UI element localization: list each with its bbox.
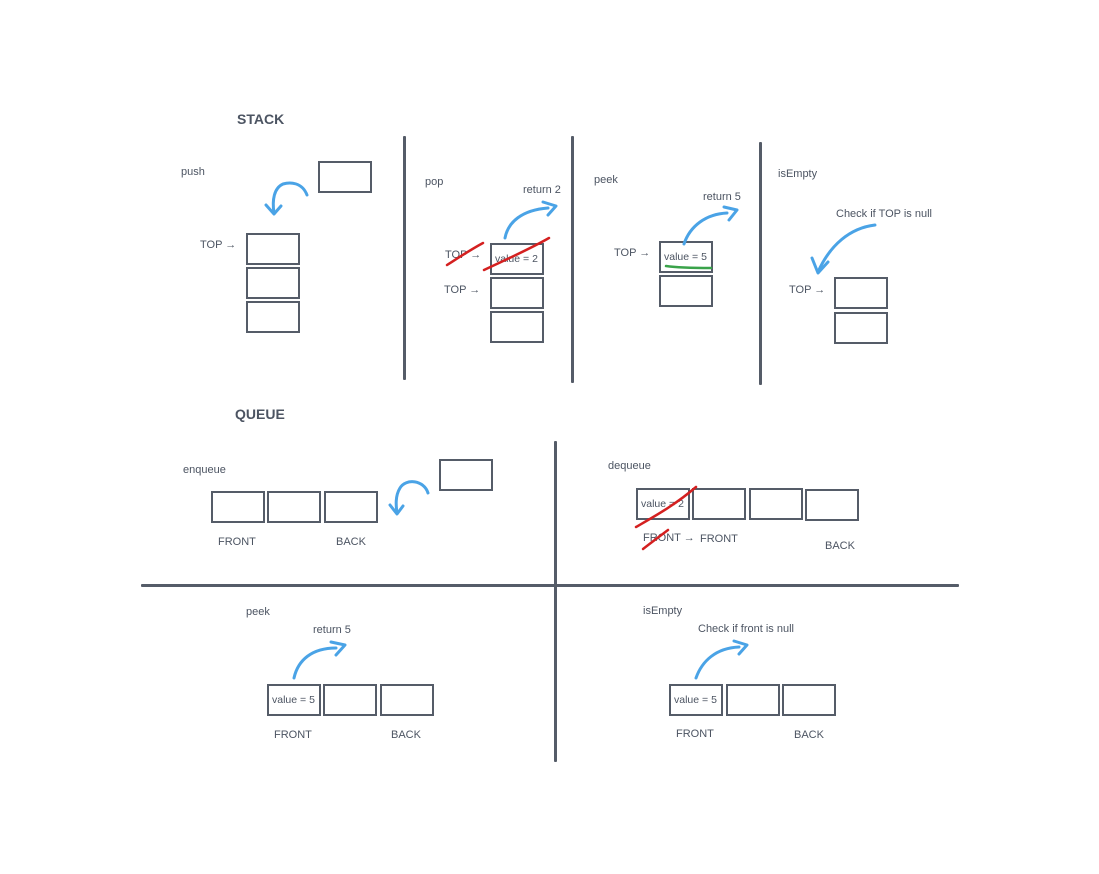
stack-push-new-node (318, 161, 372, 193)
stack-divider-1 (403, 136, 406, 380)
queue-dequeue-front-node-value: value = 2 (641, 498, 684, 510)
queue-isempty-note: Check if front is null (698, 623, 794, 635)
stack-pop-label: pop (425, 176, 444, 188)
queue-heading: QUEUE (235, 406, 285, 422)
queue-enqueue-front-label: FRONT (218, 536, 256, 548)
stack-pop-arrow-icon (503, 206, 550, 240)
stack-peek-arrow-icon (682, 211, 729, 246)
queue-peek-label: peek (246, 606, 270, 618)
queue-peek-front-label: FRONT (274, 729, 312, 741)
queue-dequeue-new-front-label: FRONT (700, 533, 738, 545)
queue-enqueue-new-node (439, 459, 493, 491)
queue-dequeue-node-3 (749, 488, 803, 520)
queue-peek-arrow-icon (292, 646, 338, 680)
queue-isempty-node-3 (782, 684, 836, 716)
queue-isempty-label: isEmpty (643, 605, 683, 617)
queue-enqueue-node-3 (324, 491, 378, 523)
queue-dequeue-node-4 (805, 489, 859, 521)
queue-divider-horizontal (141, 584, 959, 587)
stack-push-node-1 (246, 233, 300, 265)
queue-peek-front-node-value: value = 5 (272, 694, 315, 706)
stack-isempty-arrow-icon (816, 223, 877, 274)
stack-pop-top-node-value: value = 2 (495, 253, 538, 265)
queue-peek-node-3 (380, 684, 434, 716)
stack-isempty-top-pointer: TOP → (789, 284, 826, 296)
queue-dequeue-back-label: BACK (825, 540, 855, 552)
stack-divider-3 (759, 142, 762, 385)
stack-isempty-arrowhead-icon (810, 256, 830, 275)
queue-isempty-front-node-value: value = 5 (674, 694, 717, 706)
queue-enqueue-arrowhead-icon (388, 503, 405, 516)
queue-peek-return-text: return 5 (313, 624, 351, 636)
queue-peek-front-node: value = 5 (267, 684, 321, 716)
stack-peek-return-text: return 5 (703, 191, 741, 203)
stack-divider-2 (571, 136, 574, 383)
queue-peek-back-label: BACK (391, 729, 421, 741)
stack-push-arrowhead-icon (264, 203, 283, 216)
queue-enqueue-arrow-icon (394, 480, 430, 515)
queue-enqueue-node-1 (211, 491, 265, 523)
queue-isempty-front-node: value = 5 (669, 684, 723, 716)
queue-isempty-arrowhead-icon (732, 639, 749, 656)
queue-enqueue-node-2 (267, 491, 321, 523)
stack-pop-return-text: return 2 (523, 184, 561, 196)
queue-enqueue-back-label: BACK (336, 536, 366, 548)
stack-pop-old-top-pointer: TOP → (445, 249, 482, 261)
queue-dequeue-old-front-pointer: FRONT → (643, 532, 695, 544)
stack-peek-top-pointer: TOP → (614, 247, 651, 259)
stack-push-node-3 (246, 301, 300, 333)
stack-isempty-node-2 (834, 312, 888, 344)
stack-peek-top-node: value = 5 (659, 241, 713, 273)
queue-enqueue-label: enqueue (183, 464, 226, 476)
queue-isempty-back-label: BACK (794, 729, 824, 741)
stack-pop-new-top-pointer: TOP → (444, 284, 481, 296)
stack-peek-label: peek (594, 174, 618, 186)
stack-push-node-2 (246, 267, 300, 299)
queue-dequeue-front-node: value = 2 (636, 488, 690, 520)
queue-isempty-arrow-icon (694, 645, 741, 680)
queue-isempty-node-2 (726, 684, 780, 716)
stack-pop-top-node: value = 2 (490, 243, 544, 275)
stack-isempty-note: Check if TOP is null (836, 208, 932, 220)
stack-push-arrow-icon (271, 181, 309, 215)
stack-peek-top-node-value: value = 5 (664, 251, 707, 263)
queue-peek-arrowhead-icon (329, 640, 347, 657)
queue-dequeue-node-2 (692, 488, 746, 520)
queue-peek-node-2 (323, 684, 377, 716)
queue-dequeue-label: dequeue (608, 460, 651, 472)
stack-push-top-pointer: TOP → (200, 239, 237, 251)
stack-push-label: push (181, 166, 205, 178)
queue-isempty-front-label: FRONT (676, 728, 714, 740)
queue-divider-vertical (554, 441, 557, 762)
stack-peek-node-2 (659, 275, 713, 307)
stack-pop-arrowhead-icon (541, 200, 558, 217)
stack-isempty-label: isEmpty (778, 168, 818, 180)
stack-heading: STACK (237, 111, 285, 127)
stack-peek-arrowhead-icon (722, 205, 739, 222)
stack-pop-node-3 (490, 311, 544, 343)
stack-isempty-node-1 (834, 277, 888, 309)
stack-pop-node-2 (490, 277, 544, 309)
